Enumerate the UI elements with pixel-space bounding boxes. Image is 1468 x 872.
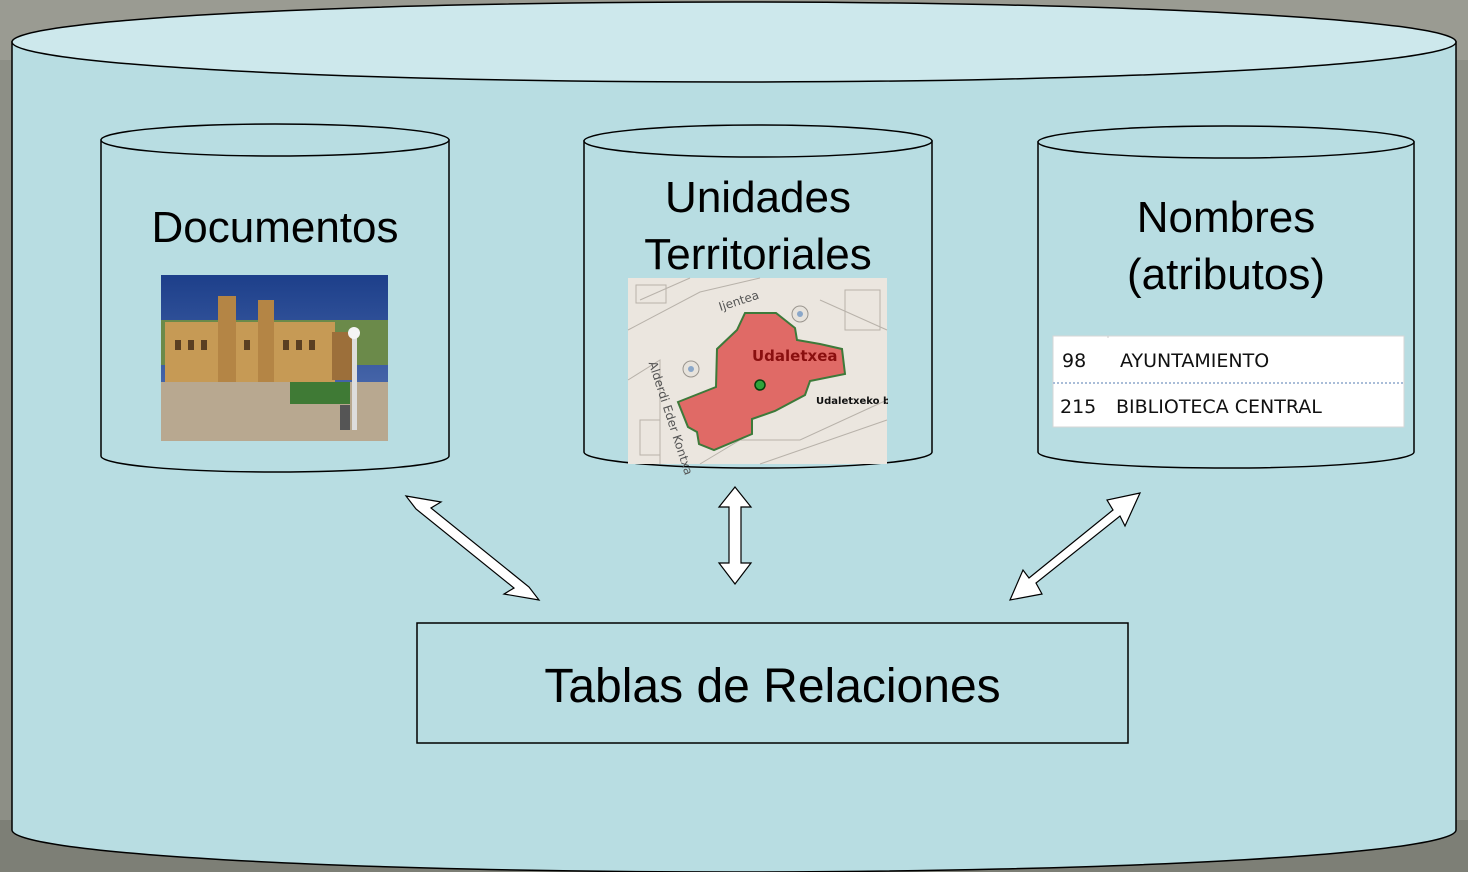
map-side-label: Udaletxeko b	[816, 396, 888, 407]
table-row-2-name: BIBLIOTECA CENTRAL	[1116, 396, 1322, 418]
table-row-1-id: 98	[1062, 350, 1087, 372]
center-double-arrow	[717, 486, 753, 585]
nombres-label-line2: (atributos)	[1126, 250, 1326, 299]
names-table	[1052, 335, 1405, 428]
nombres-label-line1: Nombres	[1136, 193, 1316, 242]
table-row-2-id: 215	[1060, 396, 1097, 418]
unidades-label-line2: Territoriales	[644, 230, 872, 279]
table-row-1-name: AYUNTAMIENTO	[1120, 350, 1270, 372]
left-double-arrow	[404, 495, 541, 601]
map-image	[627, 277, 888, 465]
right-double-arrow	[1009, 492, 1142, 601]
map-building-label: Udaletxea	[752, 347, 838, 365]
documentos-label: Documentos	[151, 203, 399, 252]
city-hall-photo	[161, 275, 388, 441]
relations-box-label: Tablas de Relaciones	[544, 660, 1001, 713]
relations-box	[416, 622, 1129, 744]
unidades-label-line1: Unidades	[665, 173, 851, 222]
